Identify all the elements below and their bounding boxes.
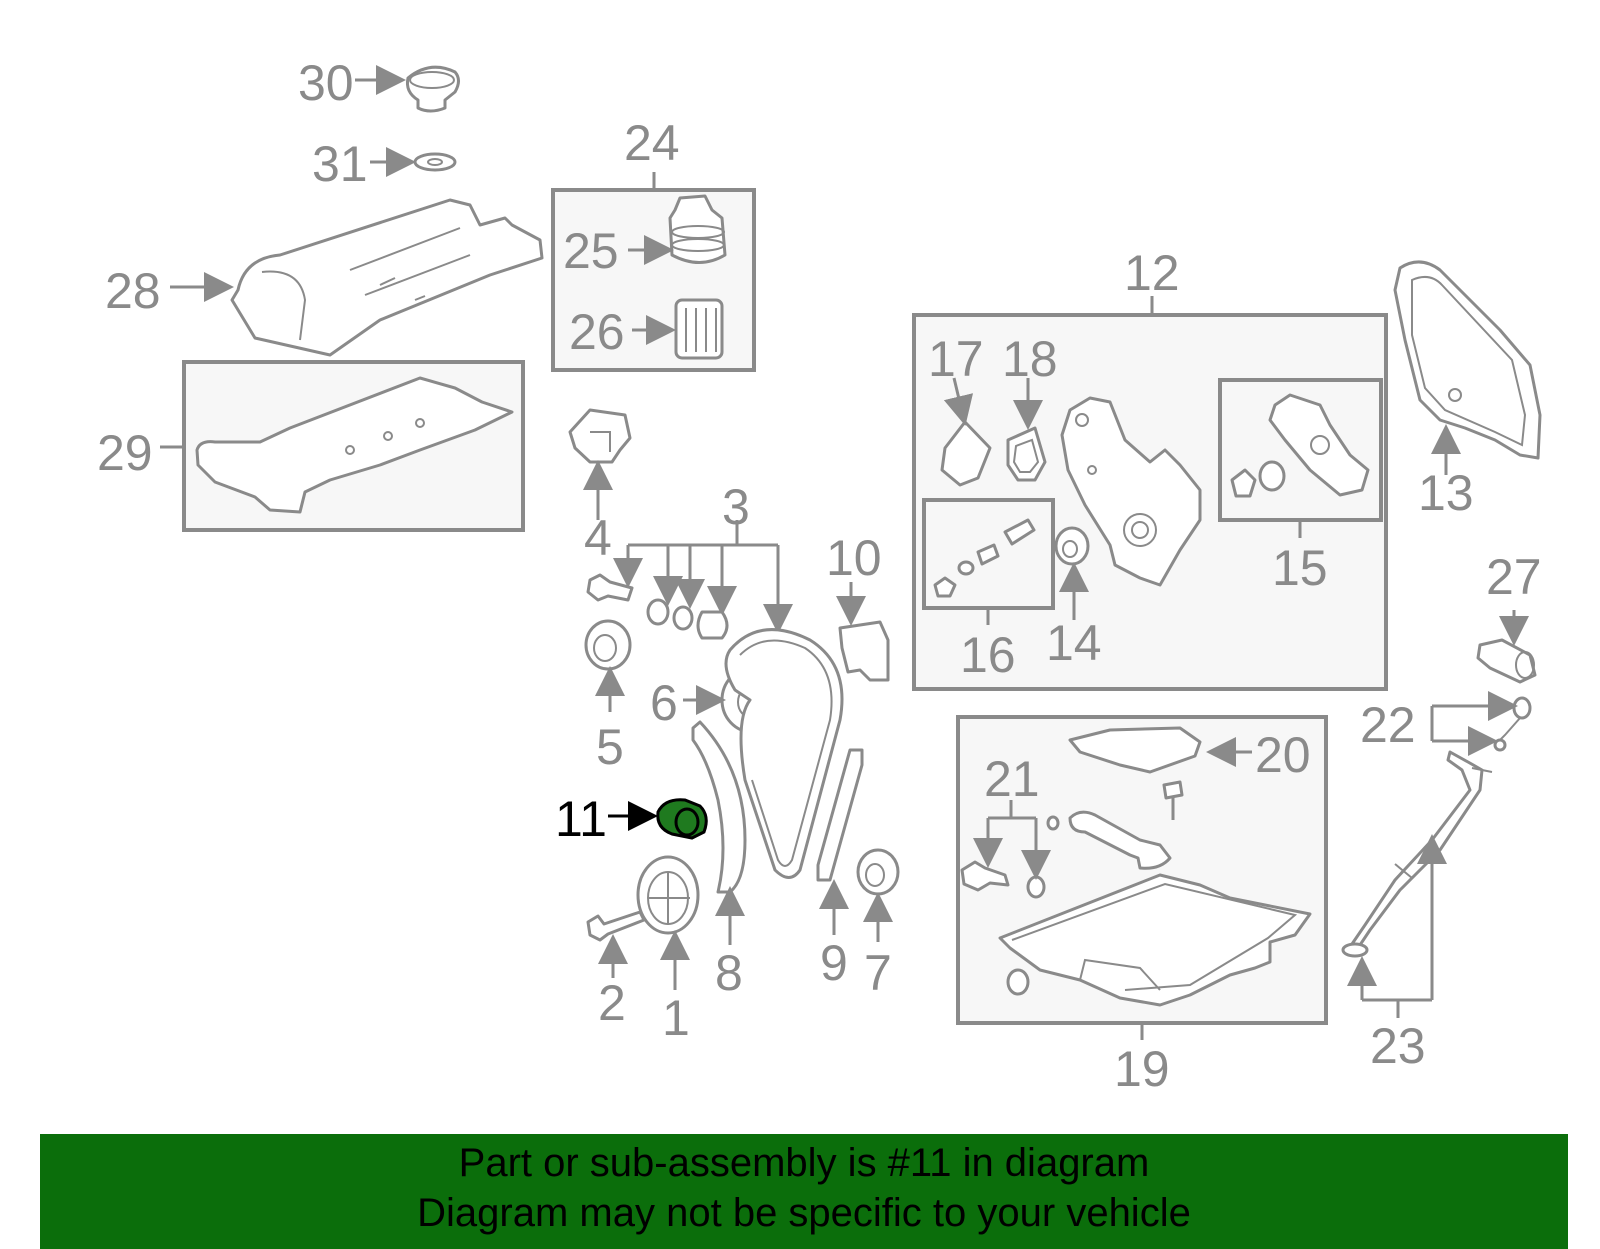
oil-pump-15 (1230, 393, 1370, 498)
label-26: 26 (569, 304, 625, 360)
pickup-tube (1068, 810, 1172, 870)
label-4: 4 (584, 510, 612, 566)
label-23: 23 (1370, 1018, 1426, 1074)
banner-line-2: Diagram may not be specific to your vehi… (417, 1191, 1191, 1235)
label-16: 16 (960, 627, 1016, 683)
mount-4 (568, 408, 632, 464)
label-19: 19 (1114, 1041, 1170, 1097)
label-7: 7 (864, 945, 892, 1001)
gasket-hole (383, 431, 393, 441)
seal-31 (413, 152, 457, 172)
label-1: 1 (662, 990, 690, 1046)
dipstick-tube-23 (1341, 750, 1493, 958)
timing-chain-9-inner (739, 639, 833, 867)
banner-line-1: Part or sub-assembly is #11 in diagram (458, 1141, 1150, 1185)
label-20: 20 (1255, 727, 1311, 783)
label-27: 27 (1486, 549, 1542, 605)
label-13: 13 (1418, 465, 1474, 521)
oring-3b (672, 605, 694, 631)
label-22: 22 (1360, 697, 1416, 753)
washer-small (1046, 815, 1060, 831)
leader-23 (1347, 834, 1447, 1018)
arrow-17 (943, 377, 974, 426)
gasket-29 (195, 376, 514, 514)
bolt-20 (1162, 780, 1184, 820)
label-21: 21 (984, 751, 1040, 807)
filter-element-26 (674, 298, 724, 360)
label-28: 28 (105, 263, 161, 319)
gasket-13 (1393, 260, 1542, 460)
label-24: 24 (624, 115, 680, 171)
bolt-3 (586, 573, 634, 602)
seal-5 (584, 619, 632, 671)
label-29: 29 (97, 425, 153, 481)
oil-pan-19 (998, 873, 1312, 1007)
sleeve-3 (696, 610, 729, 640)
label-25: 25 (563, 223, 619, 279)
label-9: 9 (820, 935, 848, 991)
leader-22 (1430, 691, 1518, 756)
label-12: 12 (1124, 245, 1180, 301)
oring-3a (646, 598, 670, 626)
label-15: 15 (1272, 540, 1328, 596)
valve-cover-28 (230, 198, 544, 357)
label-14: 14 (1046, 615, 1102, 671)
baffle-20 (1068, 726, 1202, 774)
front-cover-12 (1060, 396, 1202, 587)
sensor-27 (1476, 638, 1537, 684)
washer-21 (1026, 875, 1046, 899)
label-30: 30 (298, 55, 354, 111)
label-2: 2 (598, 975, 626, 1031)
label-10: 10 (826, 530, 882, 586)
label-18: 18 (1002, 331, 1058, 387)
label-3: 3 (722, 479, 750, 535)
label-11: 11 (555, 791, 607, 847)
gasket-hole (345, 445, 355, 455)
gasket-hole (415, 418, 425, 428)
label-6: 6 (650, 675, 678, 731)
crank-sprocket-1 (636, 855, 700, 935)
oil-cap-30 (406, 65, 460, 113)
seal-7 (856, 848, 900, 896)
timing-chain-9 (724, 628, 844, 879)
drain-plug (1006, 968, 1030, 996)
valve-parts-16 (933, 518, 1036, 598)
leader-3 (613, 520, 793, 634)
seal-14 (1054, 526, 1090, 566)
label-17: 17 (928, 331, 984, 387)
info-banner: Part or sub-assembly is #11 in diagram D… (40, 1134, 1568, 1249)
leader-21 (973, 800, 1051, 880)
label-31: 31 (312, 136, 368, 192)
bolt-2 (586, 910, 646, 942)
label-8: 8 (715, 945, 743, 1001)
label-5: 5 (596, 719, 624, 775)
guide-10 (838, 620, 890, 682)
highlighted-part-11[interactable] (656, 798, 708, 840)
